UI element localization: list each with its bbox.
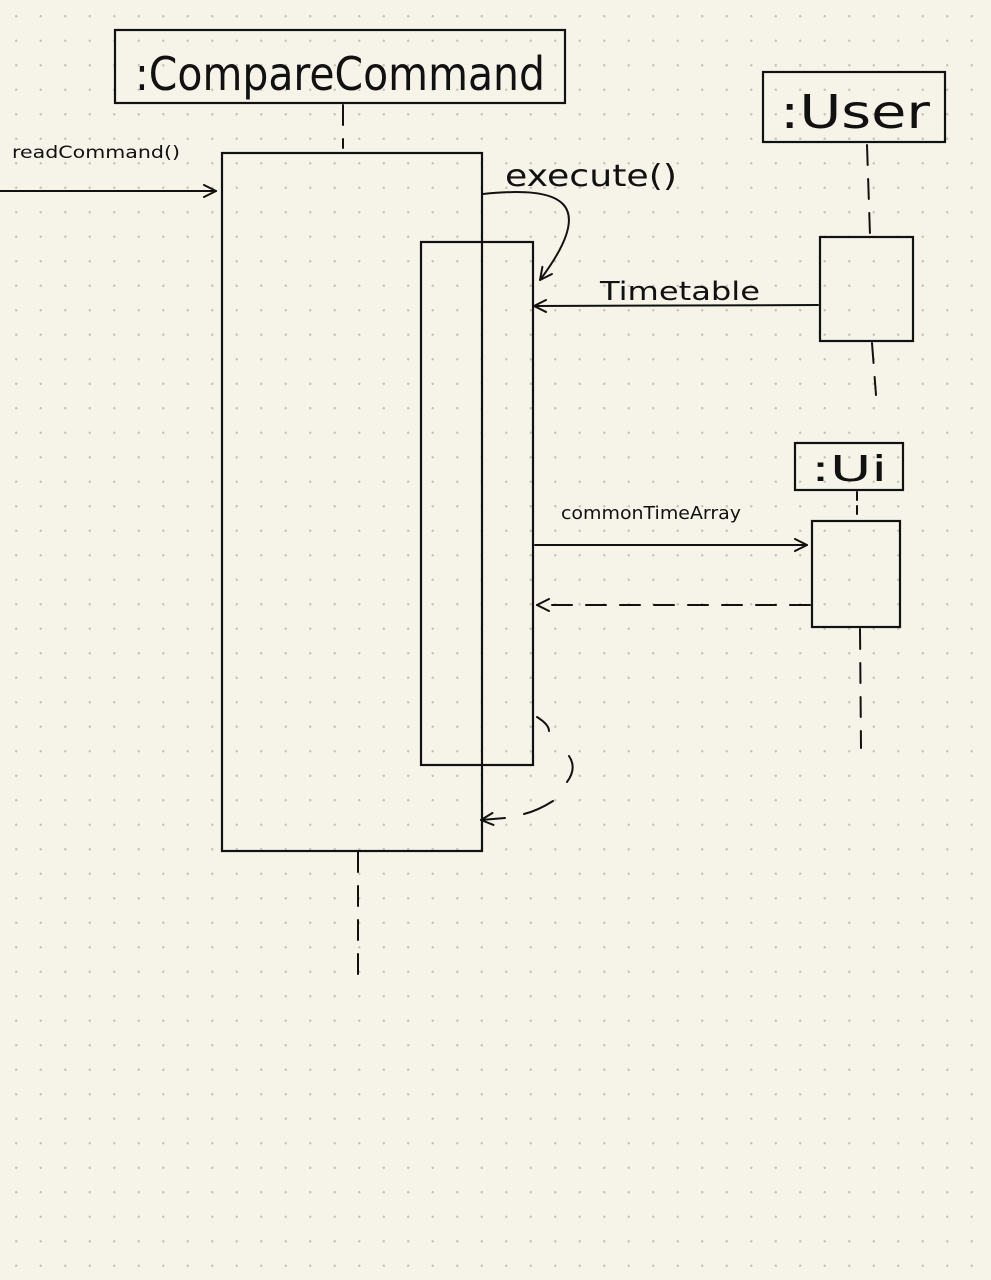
execute-return-arrow (480, 812, 506, 826)
execute-label: execute() (505, 159, 677, 194)
participant-user: :User (761, 70, 947, 144)
compare-command-activation (220, 151, 484, 853)
execute-return-curve-b (566, 755, 574, 783)
user-lifeline-bottom (871, 342, 877, 396)
user-label: :User (780, 85, 930, 139)
timetable-label: Timetable (599, 277, 760, 307)
ui-lifeline-bottom (859, 628, 862, 749)
read-command-label: readCommand() (12, 143, 180, 163)
user-lifeline-top (866, 144, 871, 236)
participant-ui: :Ui (793, 441, 905, 492)
compare-command-header-box (113, 28, 567, 105)
timetable-arrow (533, 298, 819, 313)
participant-compare-command: :CompareCommand (113, 28, 567, 105)
execute-arrow (482, 191, 570, 281)
common-time-array-label: commonTimeArray (561, 503, 741, 524)
execute-return-curve-a (536, 716, 550, 732)
compare-command-label: :CompareCommand (135, 47, 545, 101)
user-activation (818, 235, 915, 343)
user-header-box (761, 70, 947, 144)
execute-activation (419, 240, 535, 767)
execute-return-curve-c (523, 800, 554, 815)
ui-label: :Ui (811, 449, 887, 490)
ui-activation (810, 519, 902, 629)
ui-header-box (793, 441, 905, 492)
